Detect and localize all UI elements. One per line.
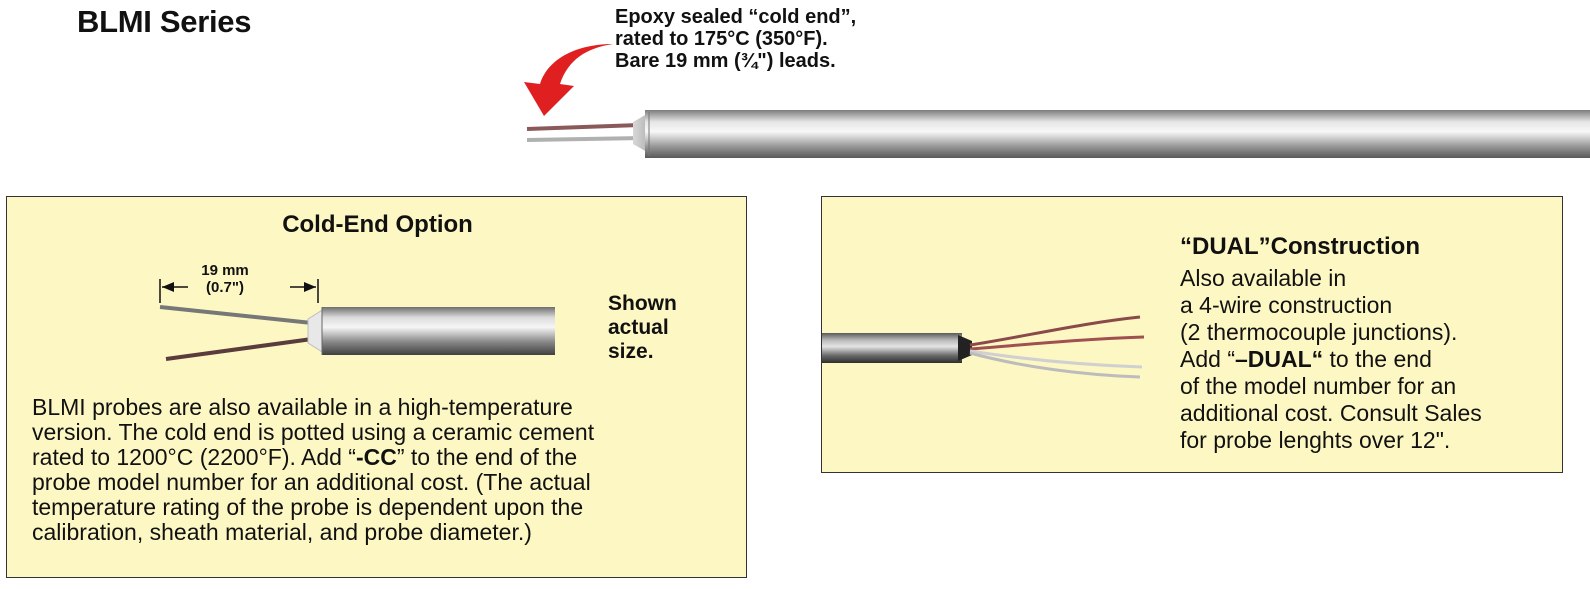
dual-probe-drawing (822, 315, 1145, 379)
dimension-in: (0.7") (206, 279, 244, 296)
cold-end-callout: Epoxy sealed “cold end”, rated to 175°C … (615, 6, 856, 72)
cold-body-line-5: temperature rating of the probe is depen… (32, 494, 584, 520)
dual-construction-title: “DUAL”Construction (1180, 233, 1420, 260)
cold-end-description: BLMI probes are also available in a high… (32, 395, 732, 545)
dimension-label: 19 mm (0.7") (185, 262, 265, 296)
probe-photo (526, 110, 1590, 158)
cold-end-probe-drawing (159, 279, 555, 361)
shown-note-line-1: Shown (608, 292, 677, 315)
dual-line-1: Also available in (1180, 265, 1347, 291)
cold-body-line-2: version. The cold end is potted using a … (32, 419, 595, 445)
cold-end-option-panel: Cold-End Option 19 mm (0.7") (6, 196, 747, 578)
shown-actual-size-note: Shown actual size. (608, 292, 677, 364)
dual-line-2: a 4-wire construction (1180, 292, 1393, 318)
cold-body-line-1: BLMI probes are also available in a high… (32, 394, 573, 420)
callout-line-2: rated to 175°C (350°F). (615, 28, 828, 50)
shown-note-line-3: size. (608, 340, 654, 363)
red-curved-arrow-icon (524, 44, 613, 116)
shown-note-line-2: actual (608, 316, 669, 339)
cold-body-line-3-pre: rated to 1200°C (2200°F). Add “ (32, 444, 356, 470)
dual-suffix: –DUAL“ (1234, 346, 1324, 372)
series-title: BLMI Series (77, 4, 252, 39)
callout-line-1: Epoxy sealed “cold end”, (615, 6, 857, 28)
dual-construction-description: Also available in a 4-wire construction … (1180, 265, 1482, 454)
cold-body-line-6: calibration, sheath material, and probe … (32, 519, 532, 545)
cold-end-title: Cold-End Option (282, 211, 473, 238)
dual-line-6: additional cost. Consult Sales (1180, 400, 1482, 426)
cold-body-line-3: rated to 1200°C (2200°F). Add “-CC” to t… (32, 445, 732, 470)
cc-suffix: -CC (355, 444, 397, 470)
cold-body-line-3-post: ” to the end of the (396, 444, 578, 470)
dual-line-7: for probe lenghts over 12". (1180, 427, 1451, 453)
dual-line-4: Add “–DUAL“ to the end (1180, 346, 1482, 373)
cold-body-line-4: probe model number for an additional cos… (32, 469, 591, 495)
dual-construction-panel: “DUAL”Construction Also available in a 4… (821, 196, 1563, 473)
callout-line-3: Bare 19 mm (¾") leads. (615, 50, 836, 72)
dual-line-3: (2 thermocouple junctions). (1180, 319, 1458, 345)
dimension-mm: 19 mm (201, 262, 249, 279)
dual-line-4-post: to the end (1323, 346, 1432, 372)
dual-line-4-pre: Add “ (1180, 346, 1235, 372)
dual-line-5: of the model number for an (1180, 373, 1457, 399)
